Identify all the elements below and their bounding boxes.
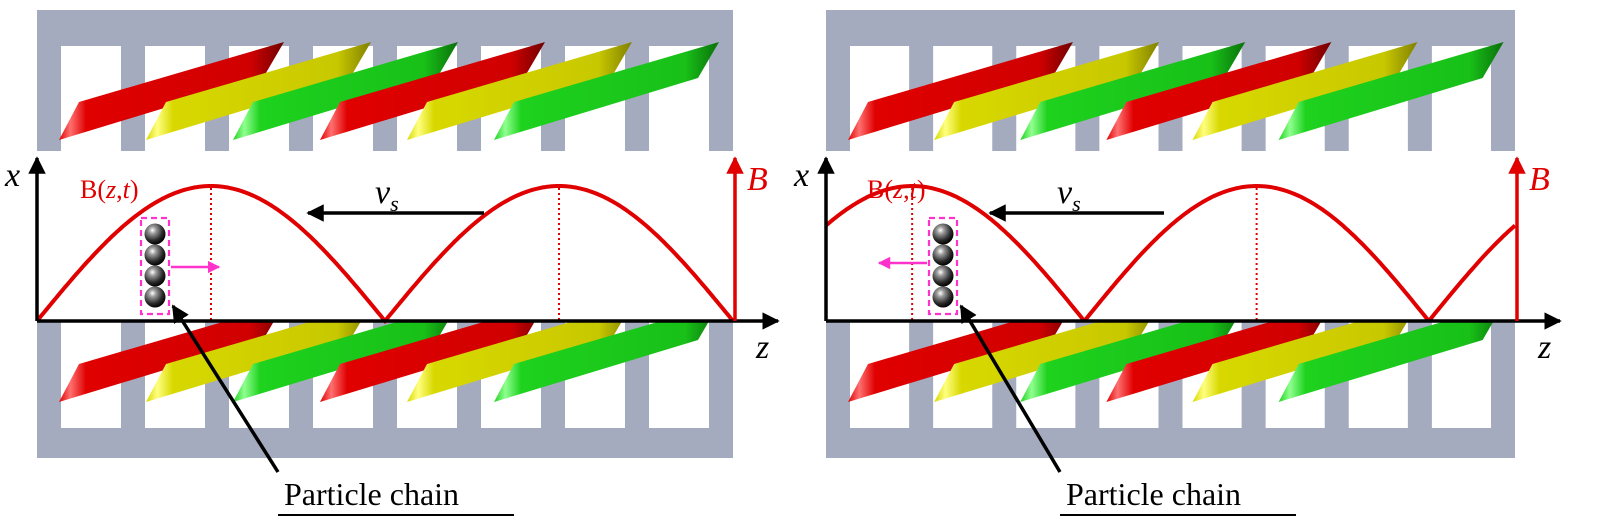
- iron-tooth: [121, 321, 145, 458]
- particle-bead: [144, 286, 166, 308]
- callout-pointer: [171, 304, 280, 473]
- x-axis-label: x: [793, 157, 809, 194]
- particle-bead: [144, 244, 166, 266]
- iron-tooth: [826, 10, 850, 151]
- field-label: B(z,t): [867, 175, 926, 204]
- particle-bead: [932, 244, 954, 266]
- velocity-label: vs: [1057, 174, 1081, 216]
- iron-tooth: [909, 321, 934, 458]
- coil-winding: [494, 42, 719, 140]
- z-axis-label: z: [755, 329, 769, 366]
- iron-tooth: [826, 321, 850, 458]
- velocity-symbol: v: [1057, 174, 1073, 211]
- field-label-t: t: [123, 175, 131, 204]
- coil-winding: [1106, 42, 1332, 140]
- coil-winding: [1278, 42, 1504, 140]
- field-label: B(z,t): [80, 175, 139, 204]
- coil-winding: [407, 42, 632, 140]
- callout-pointer: [959, 304, 1062, 473]
- iron-tooth: [37, 321, 61, 458]
- iron-tooth: [121, 10, 145, 151]
- coil-winding: [1192, 304, 1418, 402]
- coil-winding: [233, 42, 458, 140]
- particle-bead: [932, 286, 954, 308]
- field-label-sep: ,: [903, 175, 910, 204]
- velocity-subscript: s: [390, 191, 399, 216]
- coil-winding: [848, 42, 1073, 140]
- x-axis-label: x: [4, 157, 20, 194]
- callout-label: Particle chain: [1066, 476, 1241, 512]
- iron-tooth: [709, 321, 733, 458]
- coil-winding: [320, 42, 545, 140]
- coil-winding: [1020, 42, 1246, 140]
- coil-winding: [407, 304, 632, 402]
- coil-winding: [233, 304, 458, 402]
- field-label-z: z: [892, 175, 903, 204]
- particle-bead: [932, 223, 954, 245]
- callout-label: Particle chain: [284, 476, 459, 512]
- coil-winding: [1192, 42, 1418, 140]
- coil-winding: [59, 304, 284, 402]
- iron-tooth: [1491, 10, 1515, 151]
- coil-winding: [934, 42, 1160, 140]
- field-label-z: z: [105, 175, 116, 204]
- coil-winding: [146, 304, 371, 402]
- field-label-sep: ,: [116, 175, 123, 204]
- coil-winding: [494, 304, 719, 402]
- coil-winding: [1020, 304, 1246, 402]
- iron-tooth: [37, 10, 61, 151]
- velocity-symbol: v: [375, 174, 391, 211]
- field-label-suffix: ): [130, 175, 139, 204]
- b-axis-label: B: [1529, 161, 1550, 198]
- coil-winding: [59, 42, 284, 140]
- field-curve: [824, 184, 1517, 322]
- field-label-t: t: [910, 175, 918, 204]
- particle-bead: [932, 265, 954, 287]
- coil-winding: [848, 304, 1073, 402]
- field-label-prefix: B(: [867, 175, 893, 204]
- velocity-label: vs: [375, 174, 399, 216]
- coil-winding: [146, 42, 371, 140]
- iron-tooth: [709, 10, 733, 151]
- coil-winding: [1278, 304, 1504, 402]
- iron-tooth: [1491, 321, 1515, 458]
- field-label-suffix: ): [917, 175, 926, 204]
- particle-bead: [144, 223, 166, 245]
- chain-box: [927, 216, 959, 316]
- coil-winding: [1106, 304, 1332, 402]
- velocity-subscript: s: [1072, 191, 1081, 216]
- chain-box: [139, 216, 171, 316]
- coil-winding: [320, 304, 545, 402]
- iron-tooth: [909, 10, 934, 151]
- field-label-prefix: B(: [80, 175, 106, 204]
- particle-bead: [144, 265, 166, 287]
- b-axis-label: B: [747, 161, 768, 198]
- z-axis-label: z: [1537, 329, 1551, 366]
- coil-winding: [934, 304, 1160, 402]
